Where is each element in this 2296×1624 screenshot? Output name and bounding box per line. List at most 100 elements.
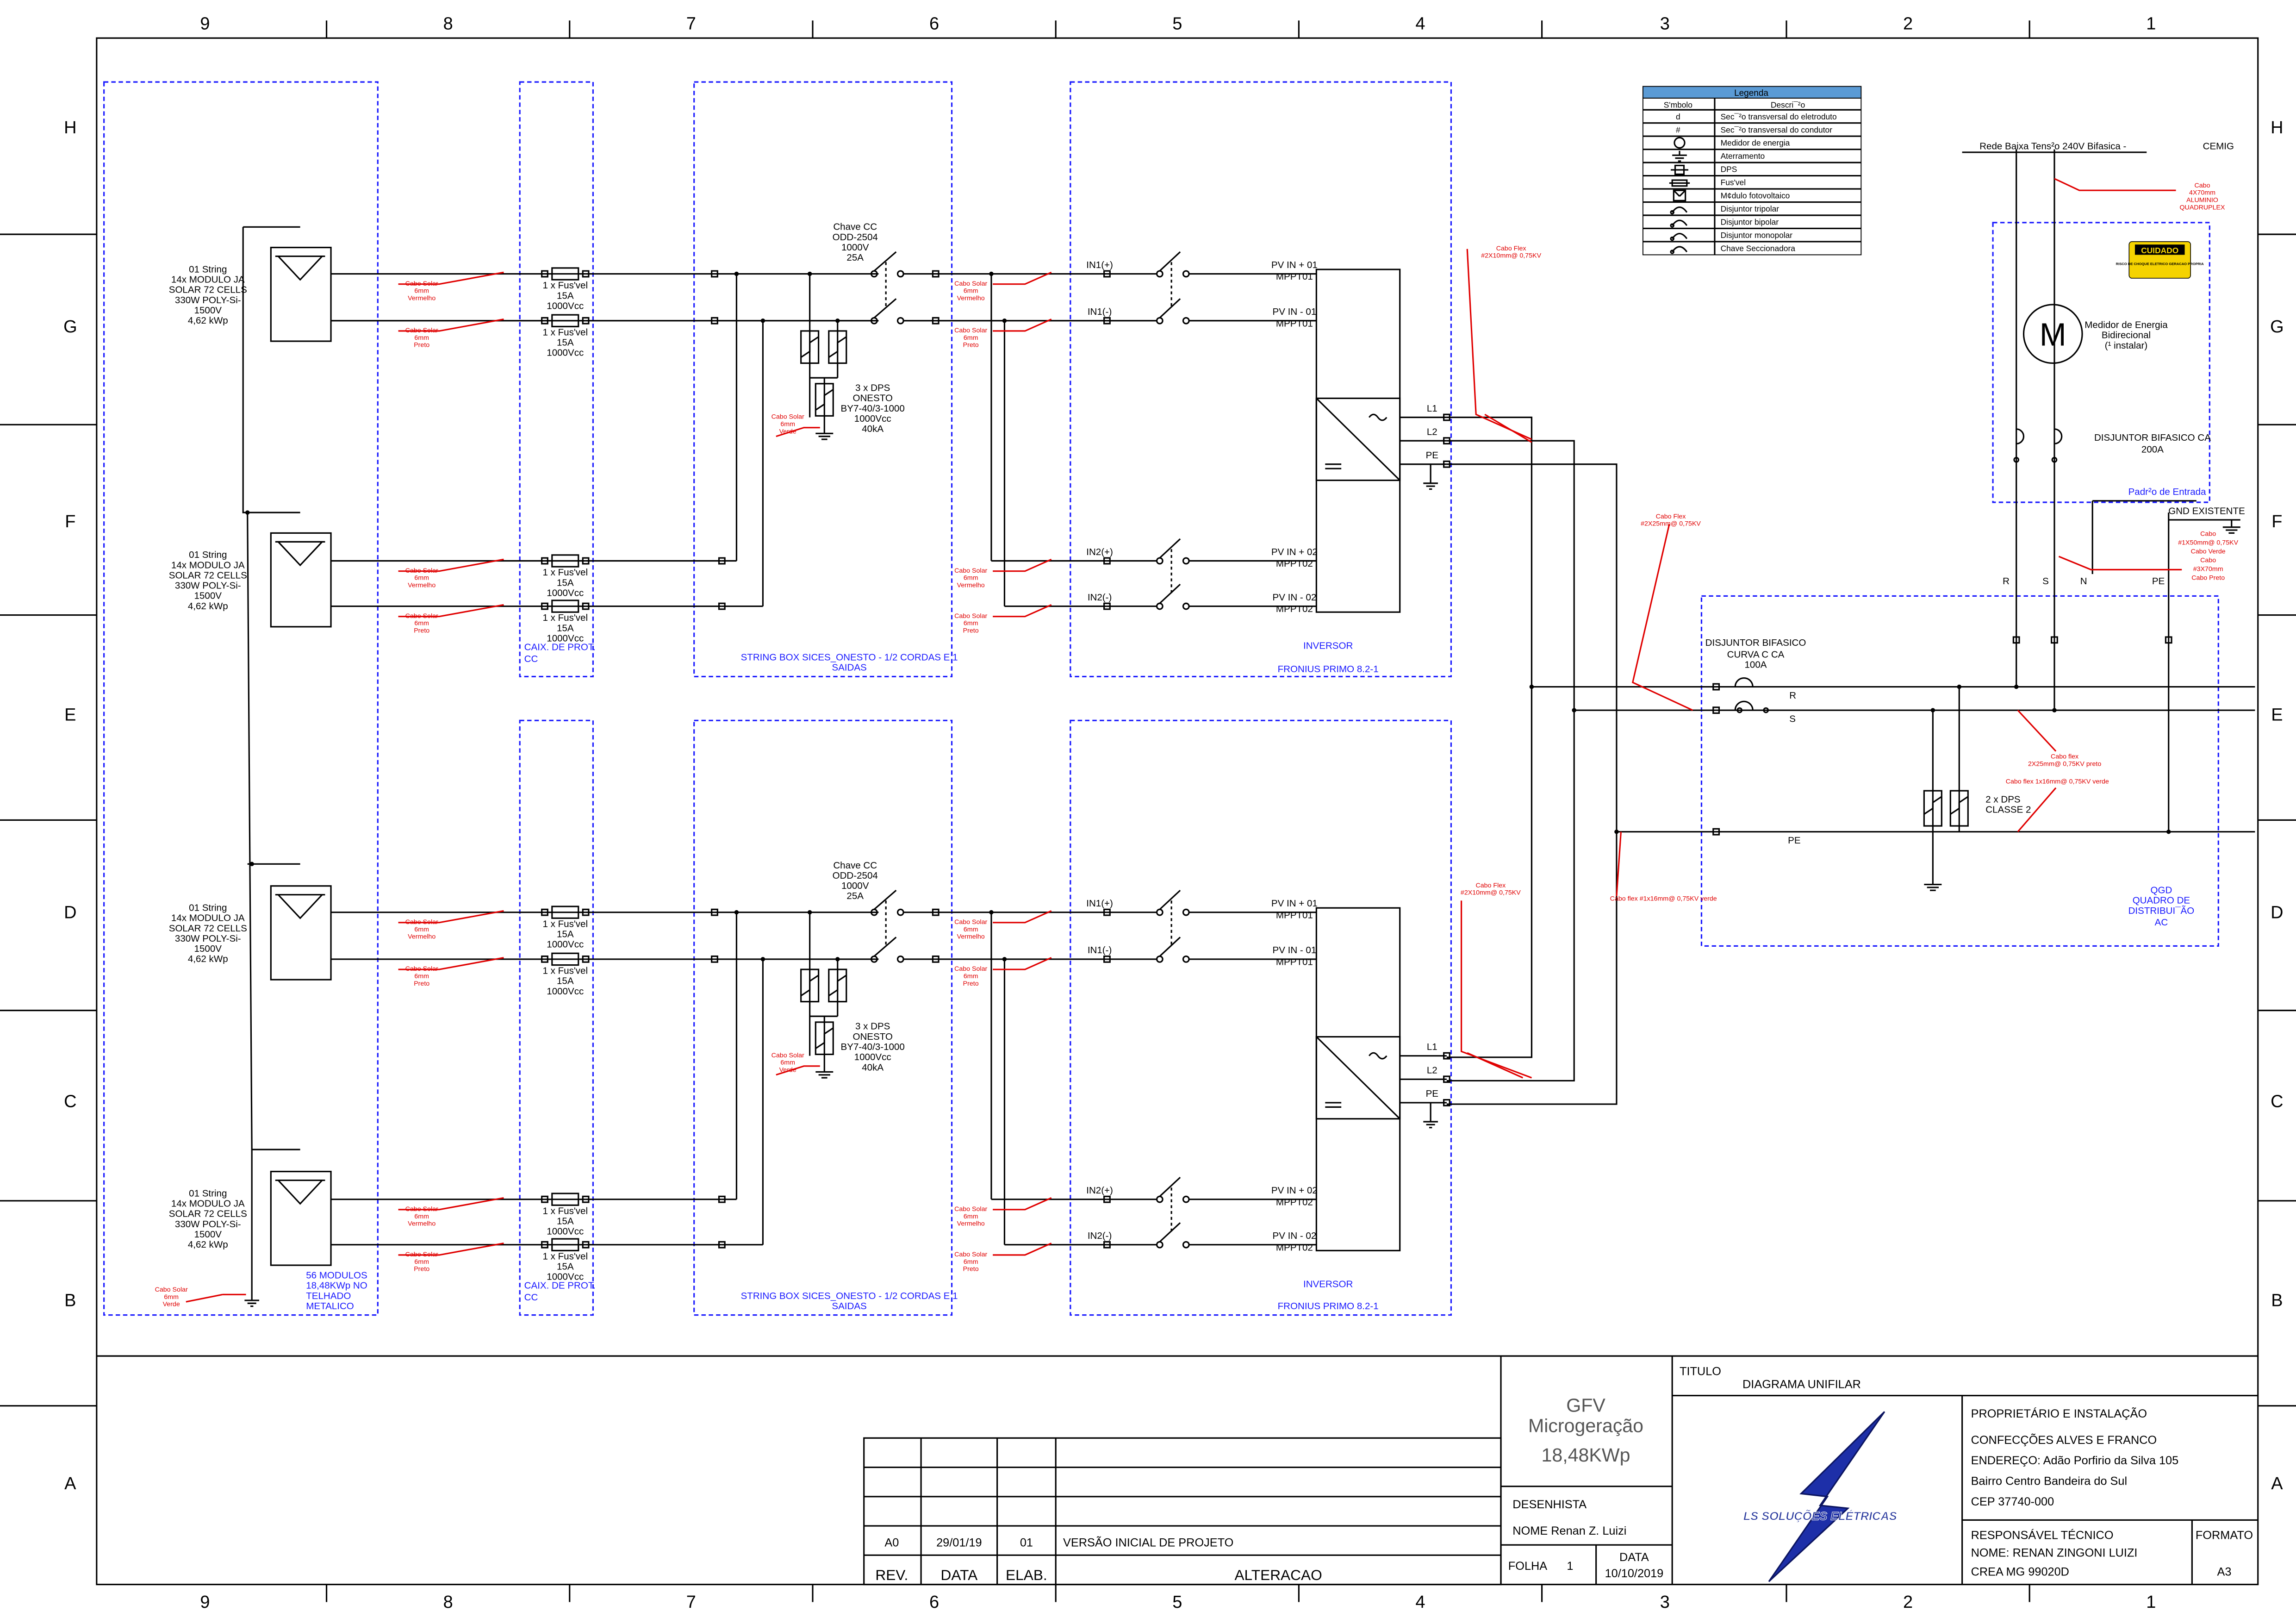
cable-label: 6mm — [964, 620, 978, 627]
main-breaker-l1: DISJUNTOR BIFASICO CA — [2094, 432, 2211, 443]
pv-input-label: PV IN - 01 — [1272, 306, 1316, 317]
legend-symbol-text: # — [1676, 125, 1680, 134]
cable-label: Cabo Solar — [405, 567, 438, 575]
fuse-symbol — [544, 1238, 586, 1251]
grid-col-top: 5 — [1172, 14, 1182, 33]
tb-rev-a0: A0 — [884, 1536, 899, 1549]
grid-row-right: B — [2271, 1291, 2283, 1311]
tb-rev-date: 29/01/19 — [936, 1536, 982, 1549]
qgd-t2: QUADRO DE — [2133, 895, 2190, 906]
meter-symbol: M — [2022, 304, 2083, 364]
inverter-model-top: FRONIUS PRIMO 8.2-1 — [1278, 664, 1379, 675]
grid-row-right: F — [2271, 512, 2282, 531]
gnd-c1-l1: Cabo — [2200, 531, 2216, 538]
cable-label: Preto — [963, 980, 979, 987]
cable-label: Preto — [414, 627, 429, 635]
pv-module — [270, 532, 332, 628]
pv-input-label: MPPT01 — [1276, 957, 1313, 968]
pv-input-label: MPPT01 — [1276, 910, 1313, 920]
grid-col-top: 6 — [929, 14, 939, 33]
qgd-t1: QGD — [2151, 885, 2172, 896]
fuse-label: 1000Vcc — [547, 348, 584, 358]
pv-input-label: MPPT01 — [1276, 318, 1313, 329]
cable-label: Vermelho — [957, 1220, 985, 1228]
pv-module — [270, 247, 332, 342]
qgd-disj-l2: CURVA C CA — [1727, 649, 1785, 660]
cable-label: Cabo Solar — [772, 413, 804, 421]
cable-label: Cabo Solar — [954, 1251, 987, 1258]
string-label: 01 String — [189, 550, 227, 560]
cable-label: Cabo Solar — [954, 1206, 987, 1213]
cable-label: 6mm — [964, 287, 978, 295]
legend-desc: M¢dulo fotovoltaico — [1721, 191, 1790, 200]
fuse-label: 15A — [557, 929, 574, 939]
company-logo: LS SOLUÇÕES ELÉTRICAS — [1743, 1411, 1897, 1582]
fuse-icon — [1669, 179, 1690, 187]
qgd-dps-l2: CLASSE 2 — [1985, 805, 2031, 815]
inverter-input-label: IN2(+) — [1086, 547, 1113, 557]
grid-row-right: D — [2271, 903, 2283, 922]
grid-col-bottom: 5 — [1172, 1593, 1182, 1612]
stringbox-label-bottom: STRING BOX SICES_ONESTO - 1/2 CORDAS E 1 — [741, 1291, 958, 1301]
cable-label: Cabo Solar — [405, 612, 438, 620]
cable-label: Cabo Solar — [772, 1052, 804, 1059]
dps-label: 40kA — [862, 424, 884, 434]
tb-rev-elab: 01 — [1020, 1536, 1033, 1549]
padrao-cabo-1: Cabo — [2195, 182, 2210, 189]
pv-input-label: PV IN - 01 — [1272, 945, 1316, 956]
cable-label: 6mm — [964, 1258, 978, 1266]
cable-label: 6mm — [414, 620, 429, 627]
qgd-disj-l3: 100A — [1745, 659, 1767, 670]
grid-col-top: 7 — [686, 14, 696, 33]
cable-label: Cabo Solar — [405, 327, 438, 334]
grid-col-bottom: 3 — [1660, 1593, 1670, 1612]
inverter-input-label: IN2(-) — [1088, 1230, 1112, 1241]
pv-input-label: MPPT02 — [1276, 1197, 1313, 1207]
string-label: 14x MODULO JA — [171, 275, 245, 285]
cable-label: Cabo Solar — [405, 1206, 438, 1213]
inverter-box-top — [1070, 81, 1452, 677]
cuidado-sub: RISCO DE CHOQUE ELETRICO GERACAO PROPRIA — [2116, 262, 2204, 266]
cable-label: 6mm — [414, 287, 429, 295]
tb-micro: Microgeração — [1528, 1415, 1643, 1437]
stringbox-label-top-2: SAIDAS — [832, 662, 866, 673]
modules-note-1: 56 MODULOS — [306, 1270, 367, 1280]
legend-desc: Fus'vel — [1721, 178, 1746, 187]
caixa-prot-box-bottom — [519, 719, 594, 1316]
fuse-label: 15A — [557, 623, 574, 633]
dps-label: 3 x DPS — [855, 383, 890, 394]
legend-head-symbol: S'mbolo — [1664, 100, 1692, 109]
grid-row-left: E — [64, 705, 76, 725]
grid-row-left: F — [65, 512, 75, 531]
gnd-title: GND EXISTENTE — [2168, 506, 2245, 516]
tb-desenhista: DESENHISTA — [1512, 1498, 1587, 1511]
legend-desc: Disjuntor monopolar — [1721, 231, 1793, 240]
cable-label: 6mm — [414, 1213, 429, 1220]
switch-icon — [1670, 246, 1688, 254]
qgd-flex2: Cabo flex 1x16mm@ 0,75KV verde — [2006, 778, 2109, 785]
pv-input-label: PV IN + 02 — [1271, 547, 1318, 557]
grid-row-right: G — [2270, 317, 2284, 337]
tb-crea: CREA MG 99020D — [1971, 1566, 2069, 1579]
cable-label: 6mm — [414, 575, 429, 582]
gnd-c1-l2: #1X50mm@ 0,75KV — [2178, 539, 2238, 547]
ground-icon — [1672, 150, 1687, 162]
tb-power: 18,48KWp — [1542, 1444, 1630, 1466]
cable-label: 6mm — [414, 1258, 429, 1266]
inverter-output-label: L1 — [1427, 1042, 1437, 1052]
fuse-label: 1 x Fus'vel — [542, 567, 588, 578]
cable-label-ground-3: Verde — [163, 1301, 180, 1308]
grid-row-left: H — [64, 118, 76, 137]
padrao-cabo-4: QUADRUPLEX — [2180, 204, 2226, 211]
string-label: 1500V — [194, 305, 222, 316]
tb-elab: ELAB. — [1006, 1567, 1047, 1583]
string-label: 1500V — [194, 943, 222, 954]
inverter-title-bottom: INVERSOR — [1303, 1279, 1353, 1289]
fuse-label: 15A — [557, 337, 574, 348]
chave-cc-switch — [870, 890, 952, 963]
qgd-dps-l1: 2 x DPS — [1985, 794, 2020, 805]
cable-label: Vermelho — [957, 581, 985, 589]
cemig-label: CEMIG — [2203, 141, 2234, 152]
inverter-input-label: IN1(-) — [1088, 306, 1112, 317]
